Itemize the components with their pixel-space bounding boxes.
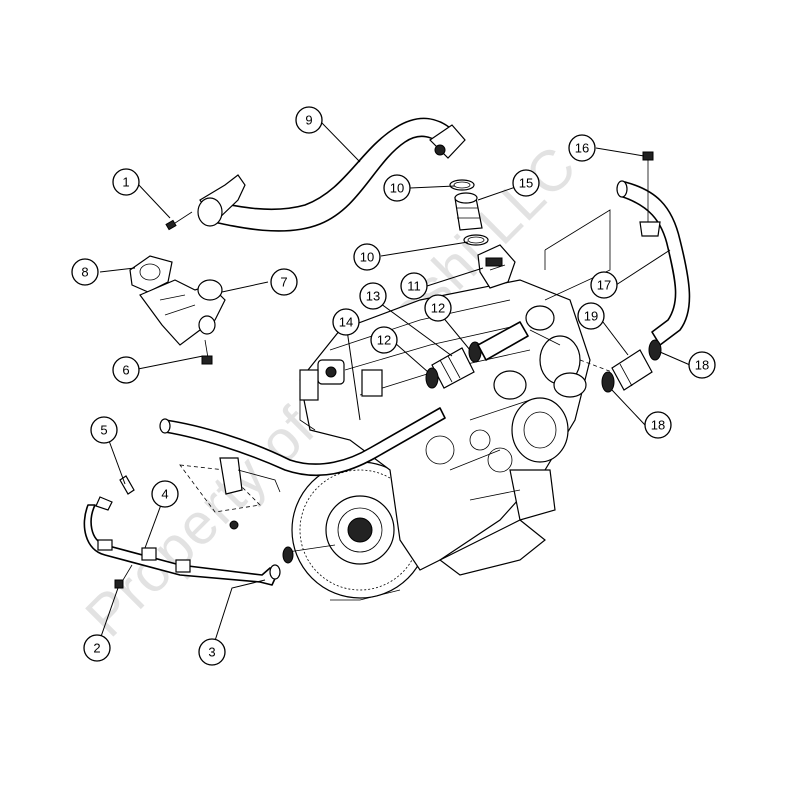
gasket-8 bbox=[129, 255, 173, 293]
callout-18-lower: 18 bbox=[644, 411, 672, 439]
coupler-15 bbox=[454, 192, 483, 231]
callout-2: 2 bbox=[83, 634, 111, 662]
callout-label: 6 bbox=[122, 363, 129, 378]
callout-5: 5 bbox=[90, 416, 118, 444]
callout-3: 3 bbox=[198, 638, 226, 666]
callout-label: 13 bbox=[366, 289, 380, 304]
coupler-13 bbox=[431, 347, 475, 389]
bolt-6 bbox=[201, 339, 213, 365]
callout-label: 7 bbox=[280, 275, 287, 290]
callout-label: 8 bbox=[81, 265, 88, 280]
callout-label: 19 bbox=[584, 309, 598, 324]
callout-9: 9 bbox=[295, 106, 323, 134]
bolt-2 bbox=[114, 564, 133, 589]
callout-12-right: 12 bbox=[424, 294, 452, 322]
clamp-18-lower bbox=[601, 371, 615, 393]
callout-7: 7 bbox=[270, 268, 298, 296]
hose-17 bbox=[616, 180, 691, 346]
bolt-1 bbox=[165, 211, 193, 231]
hose-9 bbox=[204, 117, 466, 232]
callout-10-upper: 10 bbox=[383, 174, 411, 202]
engine-illustration bbox=[291, 209, 611, 601]
callout-18-right: 18 bbox=[688, 351, 716, 379]
clamp-10-upper bbox=[449, 179, 475, 191]
callout-label: 12 bbox=[377, 333, 391, 348]
callout-label: 12 bbox=[431, 301, 445, 316]
callout-14: 14 bbox=[332, 308, 360, 336]
callout-19: 19 bbox=[577, 302, 605, 330]
callout-label: 10 bbox=[390, 181, 404, 196]
callout-label: 10 bbox=[360, 250, 374, 265]
clamp-12-left bbox=[425, 367, 439, 389]
callout-label: 2 bbox=[93, 641, 100, 656]
callout-label: 5 bbox=[100, 423, 107, 438]
callout-13: 13 bbox=[359, 282, 387, 310]
callout-1: 1 bbox=[112, 168, 140, 196]
callout-12-left: 12 bbox=[370, 326, 398, 354]
callout-label: 9 bbox=[305, 113, 312, 128]
callout-15: 15 bbox=[512, 169, 540, 197]
valve-11 bbox=[477, 244, 516, 289]
callout-label: 3 bbox=[208, 645, 215, 660]
callout-16: 16 bbox=[568, 134, 596, 162]
callout-label: 18 bbox=[651, 418, 665, 433]
callout-4: 4 bbox=[151, 480, 179, 508]
coupler-19 bbox=[611, 349, 653, 391]
callout-label: 15 bbox=[519, 176, 533, 191]
pipe-3 bbox=[83, 496, 281, 586]
callout-label: 17 bbox=[597, 278, 611, 293]
pipe-segment bbox=[477, 321, 529, 361]
clamp-10-lower bbox=[463, 234, 489, 246]
hose-bracket bbox=[197, 174, 246, 227]
leader-lines bbox=[96, 121, 691, 651]
callout-6: 6 bbox=[112, 356, 140, 384]
pipe-14 bbox=[159, 407, 446, 477]
callout-11: 11 bbox=[400, 272, 428, 300]
plug-5 bbox=[119, 475, 135, 495]
callout-10-lower: 10 bbox=[353, 243, 381, 271]
callout-17: 17 bbox=[590, 271, 618, 299]
clamp-18-upper bbox=[648, 339, 662, 361]
callout-label: 14 bbox=[339, 315, 353, 330]
callout-label: 1 bbox=[122, 175, 129, 190]
callout-label: 4 bbox=[161, 487, 168, 502]
callout-label: 16 bbox=[575, 141, 589, 156]
callout-8: 8 bbox=[71, 258, 99, 286]
housing-7 bbox=[139, 279, 226, 346]
bracket-4 bbox=[179, 457, 336, 564]
bolt-16 bbox=[639, 151, 661, 237]
callout-label: 18 bbox=[695, 358, 709, 373]
callout-label: 11 bbox=[407, 279, 421, 294]
